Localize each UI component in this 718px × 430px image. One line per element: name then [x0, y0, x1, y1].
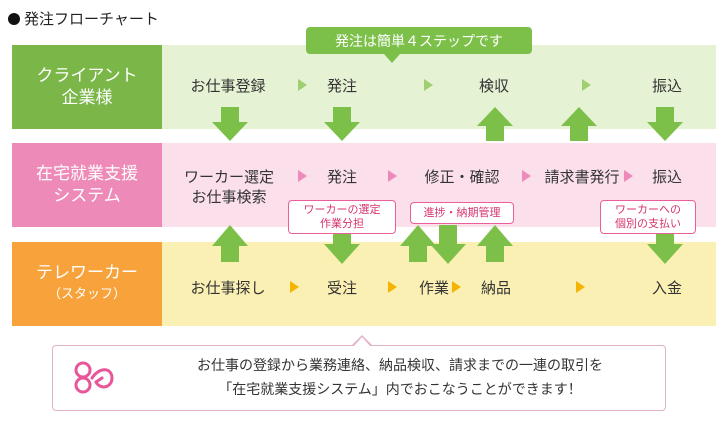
flow-triangle-icon	[624, 170, 633, 182]
flow-triangle-icon	[388, 281, 397, 293]
worker-step-work: 作業	[418, 279, 449, 297]
footer-note-text: お仕事の登録から業務連絡、納品検収、請求までの一連の取引を 「在宅就業支援システ…	[197, 358, 603, 398]
worker-selection-note: ワーカーの選定 作業分担	[288, 200, 396, 234]
system-step-invoice: 請求書発行	[544, 168, 620, 186]
four-steps-callout: 発注は簡単４ステップです	[306, 27, 532, 54]
worker-step-deliver: 納品	[480, 279, 511, 297]
individual-payment-note: ワーカーへの 個別の支払い	[600, 200, 696, 234]
client-step-order: 発注	[326, 77, 357, 95]
flow-triangle-icon	[298, 79, 307, 91]
up-arrow-icon	[400, 225, 436, 262]
system-step-worker-select: ワーカー選定お仕事検索	[183, 168, 274, 206]
down-arrow-icon	[324, 107, 360, 141]
up-arrow-icon	[477, 107, 513, 141]
flow-triangle-icon	[424, 79, 433, 91]
client-label: クライアント 企業様	[12, 45, 162, 129]
down-arrow-icon	[212, 107, 248, 141]
bullet-icon	[8, 13, 20, 25]
worker-step-find-job: お仕事探し	[190, 279, 266, 297]
down-arrow-icon	[324, 225, 360, 264]
client-step-register: お仕事登録	[190, 77, 266, 95]
system-step-transfer: 振込	[651, 168, 682, 186]
client-step-transfer: 振込	[651, 77, 682, 95]
worker-step-payment-received: 入金	[651, 279, 682, 297]
system-step-revise-confirm: 修正・確認	[424, 168, 500, 186]
down-arrow-icon	[647, 107, 683, 141]
progress-management-note: 進捗・納期管理	[410, 202, 514, 224]
flow-triangle-icon	[298, 170, 307, 182]
worker-step-accept: 受注	[326, 279, 357, 297]
callout-pointer	[384, 54, 400, 63]
page-title: 発注フローチャート	[8, 8, 159, 29]
system-label: 在宅就業支援 システム	[12, 143, 162, 227]
client-step-inspect: 検収	[478, 77, 509, 95]
flow-triangle-icon	[582, 79, 591, 91]
flow-triangle-icon	[388, 170, 397, 182]
flow-triangle-icon	[576, 281, 585, 293]
up-arrow-icon	[212, 225, 248, 262]
down-arrow-icon	[647, 225, 683, 264]
flow-triangle-icon	[290, 281, 299, 293]
down-arrow-icon	[430, 225, 466, 264]
ribbon-flower-icon	[74, 361, 114, 394]
system-step-order: 発注	[326, 168, 357, 186]
flow-triangle-icon	[452, 281, 461, 293]
up-arrow-icon	[561, 107, 597, 141]
up-arrow-icon	[477, 225, 513, 262]
flow-triangle-icon	[522, 170, 531, 182]
note-pointer-fill	[354, 337, 370, 346]
worker-label: テレワーカー （スタッフ）	[12, 242, 162, 326]
